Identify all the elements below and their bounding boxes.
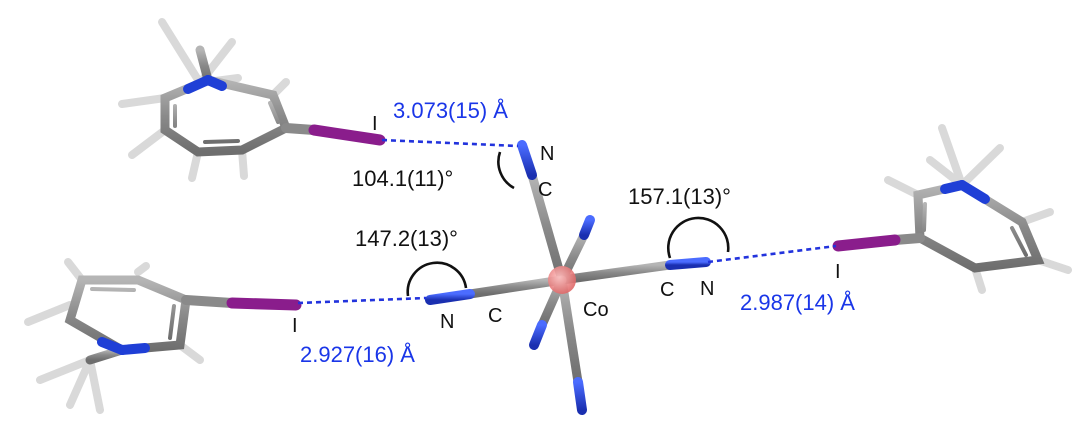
- cobalt-atom: [548, 266, 576, 294]
- atom-label-nitrogen-left: N: [440, 311, 454, 333]
- pyridinium-bottom-left: [24, 258, 302, 414]
- angle-label-left: 147.2(13)°: [355, 226, 458, 251]
- distance-label-right: 2.987(14) Å: [740, 290, 855, 315]
- halogen-contacts: [297, 138, 837, 305]
- angle-label-top: 104.1(11)°: [352, 166, 453, 191]
- contact-line-top: [381, 138, 519, 148]
- angle-label-right: 157.1(13)°: [628, 184, 731, 209]
- distance-label-left: 2.927(16) Å: [300, 342, 415, 367]
- angle-arc-right: [666, 216, 730, 259]
- atom-label-iodine-left: I: [292, 315, 298, 337]
- angle-arc-top: [497, 151, 515, 190]
- atom-label-iodine-top: I: [372, 113, 378, 135]
- pyridinium-right: [832, 124, 1072, 294]
- atom-label-nitrogen-right: N: [700, 278, 714, 300]
- labels: 3.073(15) Å 2.927(16) Å 2.987(14) Å 104.…: [292, 98, 855, 367]
- atom-label-carbon-top: C: [538, 179, 552, 201]
- angle-arcs: [406, 151, 730, 297]
- atom-label-cobalt: Co: [583, 299, 609, 321]
- atom-label-carbon-right: C: [660, 279, 674, 301]
- contact-line-right: [707, 244, 837, 264]
- atom-label-carbon-left: C: [488, 305, 502, 327]
- atom-label-nitrogen-top: N: [540, 143, 554, 165]
- distance-label-top: 3.073(15) Å: [393, 98, 508, 123]
- pyridinium-top-left: [118, 18, 386, 182]
- atom-label-iodine-right: I: [835, 261, 841, 283]
- cobalt-cyanide-complex: [425, 140, 711, 415]
- contact-line-left: [297, 296, 427, 305]
- angle-arc-left: [406, 261, 468, 297]
